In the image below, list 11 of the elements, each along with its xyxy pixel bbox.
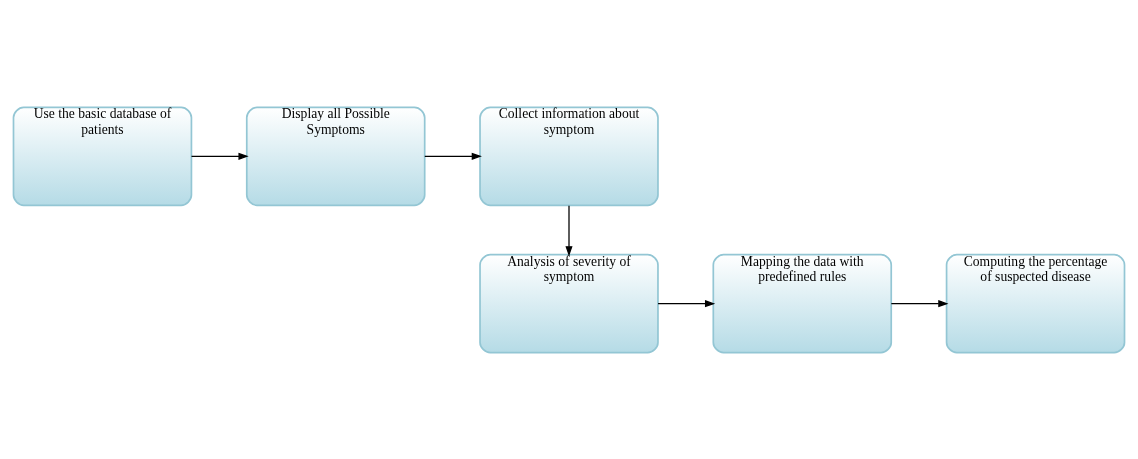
arrow <box>565 204 573 256</box>
node-box: Mapping the data with predefined rules <box>712 253 893 353</box>
arrow <box>890 299 949 307</box>
node-box: Computing the percentage of suspected disease <box>945 253 1126 353</box>
node-box: Display all Possible Symptoms <box>245 106 426 206</box>
arrow <box>424 152 482 160</box>
node-box: Analysis of severity of symptom <box>479 253 659 353</box>
node-box: Collect information about symptom <box>479 106 659 206</box>
node-box: Use the basic database of patients <box>12 106 193 206</box>
arrow <box>657 299 716 307</box>
arrow <box>190 152 249 160</box>
